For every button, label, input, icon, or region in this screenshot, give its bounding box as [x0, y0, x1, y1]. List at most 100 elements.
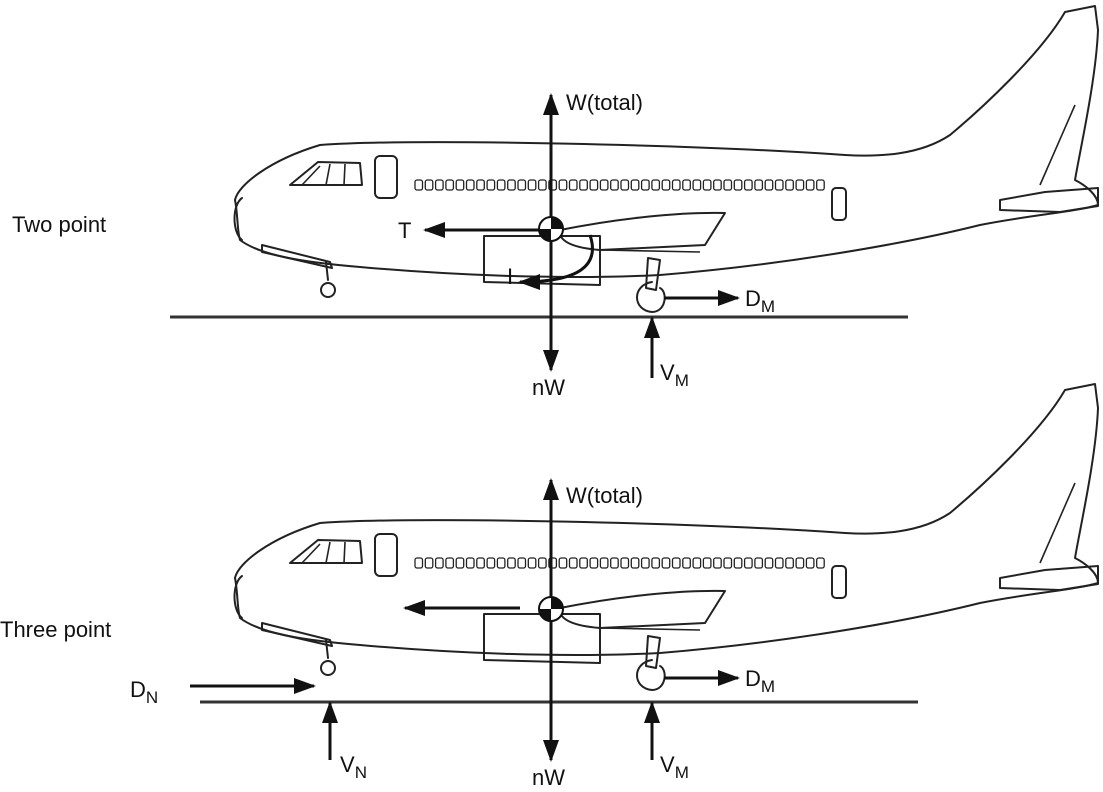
cabin-window — [527, 557, 537, 569]
cabin-window — [434, 557, 444, 569]
top-main-vertical-label: VM — [660, 360, 689, 390]
bottom-cabin-windows — [414, 557, 825, 569]
cabin-window — [589, 557, 599, 569]
top-load-label: nW — [532, 375, 565, 400]
cabin-window — [434, 179, 444, 191]
cabin-window — [651, 179, 661, 191]
cabin-window — [445, 179, 455, 191]
cabin-window — [682, 557, 691, 569]
bottom-main-drag-label: DM — [745, 666, 775, 696]
cabin-window — [599, 179, 609, 191]
top-config-label: Two point — [12, 212, 106, 237]
bottom-weight-label: W(total) — [566, 483, 643, 508]
cabin-window — [795, 557, 805, 569]
bottom-load-label: nW — [532, 765, 565, 790]
cabin-window — [424, 179, 434, 191]
bottom-main-vertical-label: VM — [660, 752, 689, 782]
cabin-window — [465, 557, 475, 569]
bottom-config-label: Three point — [0, 617, 111, 642]
top-weight-label: W(total) — [566, 90, 643, 115]
cabin-window — [455, 179, 465, 191]
cabin-window — [805, 179, 815, 191]
cabin-window — [785, 557, 794, 569]
cabin-window — [486, 179, 496, 191]
cabin-window — [630, 557, 640, 569]
top-cabin-windows — [414, 179, 825, 191]
cabin-window — [424, 557, 434, 569]
cabin-window — [723, 179, 733, 191]
cabin-window — [671, 557, 681, 569]
cabin-window — [754, 179, 764, 191]
cabin-window — [702, 557, 712, 569]
cabin-window — [661, 179, 671, 191]
cabin-window — [476, 179, 485, 191]
top-inertia-label: I — [507, 264, 513, 289]
cabin-window — [537, 179, 547, 191]
cabin-window — [517, 179, 527, 191]
cabin-window — [682, 179, 691, 191]
cabin-window — [496, 179, 506, 191]
cabin-window — [630, 179, 640, 191]
cabin-window — [568, 179, 578, 191]
cabin-window — [610, 557, 619, 569]
cabin-window — [764, 557, 774, 569]
bottom-nose-vertical-label: VN — [340, 752, 367, 782]
cabin-window — [651, 557, 661, 569]
cabin-window — [455, 557, 465, 569]
cabin-window — [548, 557, 558, 569]
cabin-window — [805, 557, 815, 569]
cabin-window — [671, 179, 681, 191]
cabin-window — [507, 179, 516, 191]
cabin-window — [568, 557, 578, 569]
cabin-window — [620, 557, 630, 569]
cabin-window — [486, 557, 496, 569]
cabin-window — [723, 557, 733, 569]
top-inertia-arrow — [518, 234, 594, 290]
cabin-window — [558, 557, 568, 569]
cabin-window — [445, 557, 455, 569]
cabin-window — [527, 179, 537, 191]
cabin-window — [558, 179, 568, 191]
cabin-window — [476, 557, 485, 569]
cabin-window — [754, 557, 764, 569]
cabin-window — [579, 179, 588, 191]
cabin-window — [414, 557, 424, 569]
top-main-drag-label: DM — [745, 286, 775, 316]
cabin-window — [713, 179, 722, 191]
cabin-window — [733, 179, 743, 191]
cabin-window — [702, 179, 712, 191]
top-aircraft-illustration — [233, 5, 1099, 313]
cabin-window — [713, 557, 722, 569]
cabin-window — [692, 557, 702, 569]
cabin-window — [774, 557, 784, 569]
cabin-window — [579, 557, 588, 569]
cabin-window — [507, 557, 516, 569]
cabin-window — [816, 557, 825, 569]
cabin-window — [743, 557, 753, 569]
cabin-window — [414, 179, 424, 191]
cabin-window — [743, 179, 753, 191]
cabin-window — [548, 179, 558, 191]
cabin-window — [774, 179, 784, 191]
cabin-window — [733, 557, 743, 569]
cabin-window — [465, 179, 475, 191]
bottom-cg-symbol — [538, 596, 564, 622]
cabin-window — [517, 557, 527, 569]
cabin-window — [785, 179, 794, 191]
cabin-window — [640, 557, 650, 569]
cabin-window — [599, 557, 609, 569]
cabin-window — [764, 179, 774, 191]
cabin-window — [496, 557, 506, 569]
cabin-window — [620, 179, 630, 191]
cabin-window — [816, 179, 825, 191]
cabin-window — [692, 179, 702, 191]
bottom-nose-drag-label: DN — [130, 677, 158, 707]
cabin-window — [640, 179, 650, 191]
cabin-window — [661, 557, 671, 569]
cabin-window — [589, 179, 599, 191]
top-cg-symbol — [538, 216, 564, 242]
bottom-aircraft-illustration — [233, 383, 1099, 691]
cabin-window — [795, 179, 805, 191]
top-thrust-label: T — [398, 218, 411, 243]
